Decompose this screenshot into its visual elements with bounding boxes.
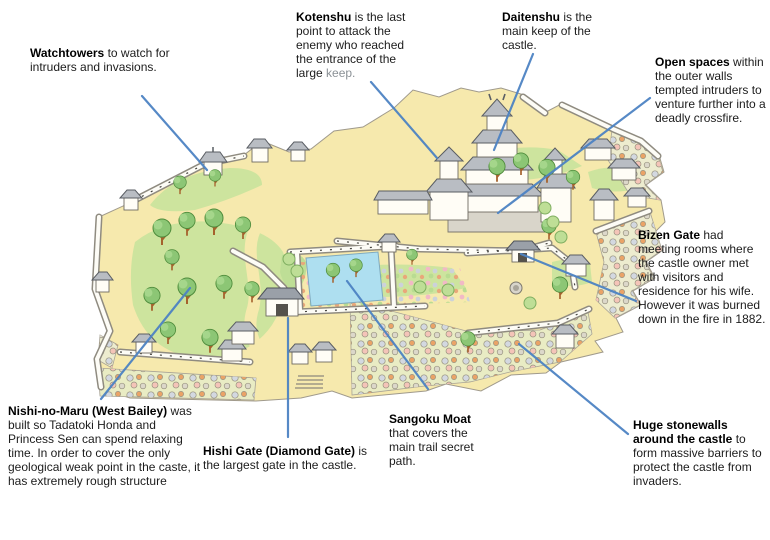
label-watchtowers-text: to watch for intruders and invasions. (30, 46, 170, 74)
leader-watchtowers (140, 94, 209, 172)
label-stonewalls-text: to form massive barriers to protect the … (633, 432, 762, 488)
label-bizen-gate-term: Bizen Gate (638, 228, 701, 242)
label-kotenshu-term: Kotenshu (296, 10, 352, 24)
label-open-spaces-text: within the outer walls tempted intruders… (655, 55, 766, 125)
label-kotenshu-muted: keep. (326, 66, 356, 80)
label-nishi-no-maru-term: Nishi-no-Maru (West Bailey) (8, 404, 168, 418)
label-nishi-no-maru: Nishi-no-Maru (West Bailey) was built so… (8, 404, 202, 488)
label-kotenshu-text: is the last point to attack the enemy wh… (296, 10, 406, 80)
label-hishi-gate-text: is the largest gate in the castle. (203, 444, 368, 472)
stone-stairs (295, 375, 324, 389)
leader-bizen-gate (519, 252, 638, 303)
corner-towers (90, 189, 144, 293)
label-kotenshu: Kotenshu is the last point to attack the… (296, 10, 420, 80)
leader-open-spaces (496, 96, 652, 215)
courtyard-houses (286, 341, 338, 365)
wall-houses (130, 321, 260, 362)
label-sangoku-moat-text: that covers the main trail secret path. (389, 426, 474, 468)
label-nishi-no-maru-text: was built so Tadatoki Honda and Princess… (8, 404, 201, 488)
leader-kotenshu (369, 80, 439, 160)
stone-well (509, 281, 523, 295)
label-open-spaces-term: Open spaces (655, 55, 730, 69)
label-daitenshu-text: is the main keep of the castle. (502, 10, 593, 52)
label-sangoku-moat-term: Sangoku Moat (389, 412, 472, 426)
label-daitenshu-term: Daitenshu (502, 10, 561, 24)
label-watchtowers-term: Watchtowers (30, 46, 105, 60)
leader-sangoku-moat (345, 279, 430, 391)
east-buildings (376, 138, 652, 349)
leader-daitenshu (492, 52, 535, 152)
label-bizen-gate-text: had meeting rooms where the castle owner… (638, 228, 766, 326)
label-stonewalls-term: Huge stonewalls around the castle (633, 418, 733, 446)
kotenshu-keep (424, 146, 474, 221)
label-open-spaces: Open spaces within the outer walls tempt… (655, 55, 769, 125)
label-sangoku-moat: Sangoku Moat that covers the main trail … (389, 412, 493, 468)
label-stonewalls: Huge stonewalls around the castle to for… (633, 418, 769, 488)
west-corridor-building (373, 190, 433, 215)
label-bizen-gate: Bizen Gate had meeting rooms where the c… (638, 228, 766, 326)
leader-lines (99, 52, 652, 439)
label-hishi-gate: Hishi Gate (Diamond Gate) is the largest… (203, 444, 371, 472)
leader-stonewalls (517, 342, 630, 436)
label-watchtowers: Watchtowers to watch for intruders and i… (30, 46, 170, 74)
north-towers (245, 138, 311, 163)
bizen-gate (504, 240, 542, 263)
hishi-gate (256, 287, 306, 317)
sangoku-moat (305, 251, 384, 307)
label-daitenshu: Daitenshu is the main keep of the castle… (502, 10, 594, 52)
leader-nishi-no-maru (99, 286, 192, 401)
label-hishi-gate-term: Hishi Gate (Diamond Gate) (203, 444, 356, 458)
